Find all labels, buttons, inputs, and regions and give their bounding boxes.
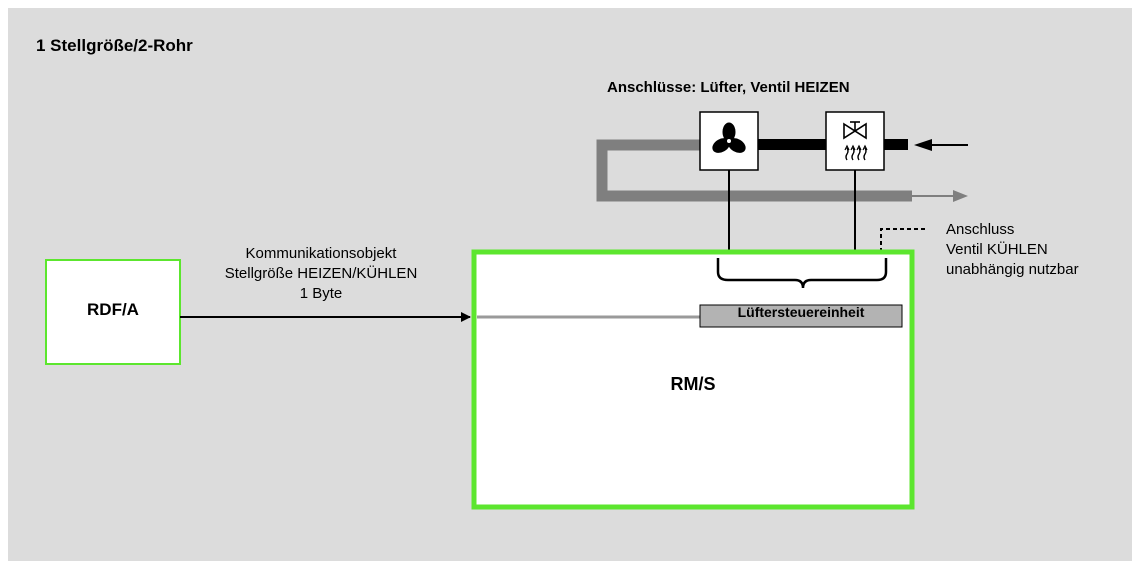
cooling-valve-note-line-3: unabhängig nutzbar	[946, 261, 1079, 278]
communication-object-line-3: 1 Byte	[299, 285, 343, 302]
heating-valve-icon	[843, 121, 868, 161]
rdf-box	[45, 259, 181, 365]
fan-icon	[712, 122, 746, 153]
cooling-valve-note-line-1: Anschluss	[946, 221, 1015, 238]
rms-box	[471, 249, 915, 510]
fan-control-unit	[699, 304, 903, 328]
return-pipe	[596, 139, 912, 202]
rdf-label: RDF/A	[87, 300, 139, 319]
communication-object-label: Kommunikationsobjekt Stellgröße HEIZEN/K…	[190, 244, 452, 304]
fan-control-unit-label: Lüftersteuereinheit	[737, 304, 865, 320]
cooling-valve-note-line-2: Ventil KÜHLEN	[946, 241, 1048, 258]
communication-object-line-1: Kommunikationsobjekt	[245, 245, 397, 262]
return-arrowhead	[953, 190, 968, 202]
connection-brace	[716, 258, 888, 289]
connections-heading: Anschlüsse: Lüfter, Ventil HEIZEN	[607, 79, 850, 96]
rms-label: RM/S	[670, 374, 716, 394]
diagram-title: 1 Stellgröße/2-Rohr	[36, 36, 193, 55]
communication-object-line-2: Stellgröße HEIZEN/KÜHLEN	[224, 265, 418, 282]
cooling-valve-wire	[880, 228, 928, 252]
supply-arrowhead	[914, 139, 932, 151]
cooling-valve-note: Anschluss Ventil KÜHLEN unabhängig nutzb…	[946, 220, 1079, 280]
heating-valve-box	[825, 111, 885, 171]
